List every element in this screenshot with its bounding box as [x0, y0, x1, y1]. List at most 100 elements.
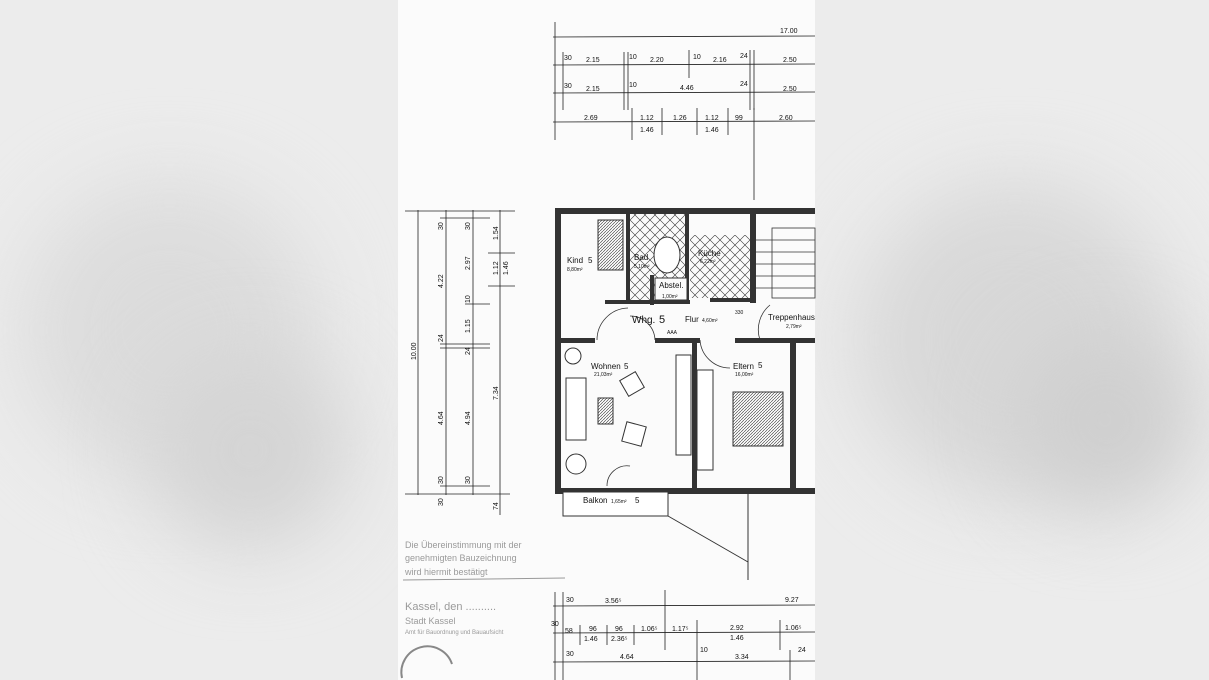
- room-eltern-label: Eltern: [733, 362, 754, 371]
- dim-label: 30: [566, 651, 574, 658]
- room-balkon-area: 1,65m²: [611, 499, 627, 505]
- official-seal: [400, 645, 453, 679]
- room-kind-area: 8,80m²: [567, 267, 583, 273]
- dim-label: 3.34: [735, 654, 749, 661]
- left-dimensions: [405, 210, 515, 515]
- doors: [596, 304, 771, 487]
- bathtub-icon: [653, 236, 681, 274]
- dim-label: 24: [465, 347, 472, 355]
- cabinet-icon: [675, 354, 692, 456]
- room-kind-unit: 5: [588, 256, 593, 265]
- room-bad-label: Bad: [634, 253, 648, 262]
- dim-label: 30: [438, 476, 445, 484]
- kitchen-tiles: [690, 235, 750, 298]
- dim-label: 9.27: [785, 597, 799, 604]
- dim-label: 2.16: [713, 57, 727, 64]
- dim-label: 10: [629, 54, 637, 61]
- approval-stamp: Die Übereinstimmung mit der genehmigten …: [400, 540, 566, 679]
- dim-label: 1.46: [640, 127, 654, 134]
- room-wohnen-area: 21,03m²: [594, 372, 613, 378]
- dim-label: 2.69: [584, 115, 598, 122]
- dim-label: 2.60: [779, 115, 793, 122]
- armchair-icon: [619, 371, 645, 397]
- dim-label: 10: [629, 82, 637, 89]
- room-kind-label: Kind: [567, 256, 583, 265]
- room-balkon-label: Balkon: [583, 496, 607, 505]
- stamp-office: Stadt Kassel: [405, 616, 456, 626]
- dim-label: 1.12: [640, 115, 654, 122]
- room-treppenhaus-area: 2,79m²: [786, 324, 802, 330]
- dim-label: 3.56⁵: [605, 598, 622, 605]
- dim-label: 2.36⁵: [611, 636, 628, 643]
- left-dimension-labels: 10.00 30 4.22 24 4.64 30 30 30 2.97 10 1…: [411, 222, 510, 510]
- dim-label: 24: [740, 81, 748, 88]
- stamp-line: wird hiermit bestätigt: [404, 567, 488, 577]
- dim-label: 1.17⁵: [672, 626, 689, 633]
- dim-label: 30: [438, 222, 445, 230]
- dim-label: 2.15: [586, 86, 600, 93]
- bottom-dimensions: [552, 590, 816, 680]
- dim-label: 58: [565, 628, 573, 635]
- rug-icon: [597, 397, 614, 425]
- dim-label: 10: [700, 647, 708, 654]
- dim-label: 30: [564, 83, 572, 90]
- room-bad-area: 5,10m²: [634, 264, 650, 270]
- dim-label: 1.06⁵: [641, 626, 658, 633]
- storage-room: [654, 277, 688, 301]
- dim-label: 4.22: [438, 274, 445, 288]
- dim-label: 4.94: [465, 411, 472, 425]
- dim-label: 1.54: [493, 226, 500, 240]
- dim-label: 2.50: [783, 57, 797, 64]
- room-kueche-label: Küche: [698, 249, 721, 258]
- room-balkon-unit: 5: [635, 496, 640, 505]
- room-eltern-area: 16,00m²: [735, 372, 754, 378]
- dim-label: 30: [551, 621, 559, 628]
- dim-label: 99: [735, 115, 743, 122]
- room-kueche-area: 6,22m²: [700, 259, 716, 265]
- dim-label: 24: [740, 53, 748, 60]
- dim-label: 4.46: [680, 85, 694, 92]
- dim-label: 1.26: [673, 115, 687, 122]
- dim-label: 2.20: [650, 57, 664, 64]
- stairs-icon: [756, 227, 816, 299]
- stamp-divider: [402, 577, 566, 581]
- top-dimensions: [552, 22, 816, 200]
- dim-label: 2.50: [783, 86, 797, 93]
- apartment-label: Whg.: [632, 315, 655, 326]
- plant-icon: [565, 453, 587, 475]
- dim-label: 2.15: [586, 57, 600, 64]
- bed-icon: [597, 219, 624, 271]
- dim-label: 30: [438, 498, 445, 506]
- apartment-number: 5: [659, 314, 665, 326]
- dim-label: 2.92: [730, 625, 744, 632]
- dim-label: 24: [798, 647, 806, 654]
- dim-label: 10: [693, 54, 701, 61]
- dim-label: 30: [566, 597, 574, 604]
- room-flur-label: Flur: [685, 315, 699, 324]
- dim-total-width: 17.00: [780, 28, 798, 35]
- stamp-dept: Amt für Bauordnung und Bauaufsicht: [405, 630, 504, 636]
- dim-label: 24: [438, 334, 445, 342]
- dim-label: 30: [564, 55, 572, 62]
- dim-label: 1.46: [730, 635, 744, 642]
- door-mark: 330: [735, 310, 744, 316]
- stamp-place: Kassel, den ..........: [405, 601, 496, 613]
- room-abstell-area: 1,00m²: [662, 294, 678, 300]
- section-line: [667, 515, 749, 563]
- dim-label: 2.97: [465, 256, 472, 270]
- sofa-icon: [565, 377, 587, 441]
- dim-label: 1.06⁵: [785, 625, 802, 632]
- double-bed-icon: [732, 391, 784, 447]
- dim-label: 30: [465, 222, 472, 230]
- dim-label: 4.64: [438, 411, 445, 425]
- room-treppenhaus-label: Treppenhaus: [768, 313, 815, 322]
- balcony: [562, 491, 669, 517]
- dim-label: 1.46: [705, 127, 719, 134]
- dim-label: 1.46: [584, 636, 598, 643]
- dim-label: 1.12: [705, 115, 719, 122]
- dim-label: 96: [615, 626, 623, 633]
- dim-label: 7.34: [493, 386, 500, 400]
- dim-label: 30: [465, 476, 472, 484]
- dim-label: 74: [493, 502, 500, 510]
